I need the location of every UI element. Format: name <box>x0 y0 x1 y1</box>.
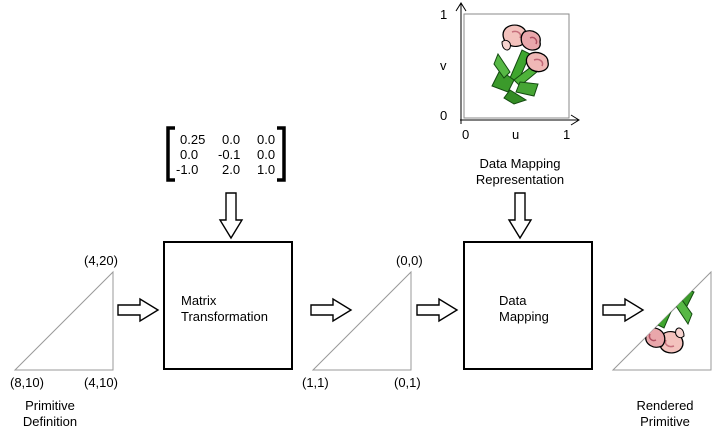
rendered-primitive-label: Rendered Primitive <box>625 398 705 430</box>
v-axis-bottom-tick: 0 <box>440 108 448 123</box>
matrix-cell: 0.25 <box>180 132 206 147</box>
v-axis-top-tick: 1 <box>440 7 448 22</box>
transformed-bottom-right-coord: (0,1) <box>394 375 421 390</box>
matrix-cell: -1.0 <box>176 162 199 177</box>
data-mapping-representation-line2: Representation <box>475 172 565 187</box>
arrow-texture-to-mapping <box>507 192 533 240</box>
primitive-bottom-left-coord: (8,10) <box>10 375 44 390</box>
matrix-cell: 0.0 <box>257 132 276 147</box>
data-mapping-box: Data Mapping <box>463 241 593 370</box>
matrix-transformation-box: Matrix Transformation <box>163 241 293 370</box>
primitive-definition-line2: Definition <box>22 414 78 429</box>
matrix: 0.25 0.0 0.0 0.0 -0.1 0.0 -1.0 2.0 1.0 <box>176 132 280 181</box>
matrix-transformation-line1: Matrix <box>181 293 217 308</box>
rendered-primitive-line2: Primitive <box>640 414 690 429</box>
matrix-right-bracket <box>277 126 286 182</box>
primitive-triangle <box>13 270 114 371</box>
primitive-definition-line1: Primitive <box>25 398 75 413</box>
matrix-cell: 0.0 <box>222 132 241 147</box>
arrow-transform-to-triangle <box>310 297 353 323</box>
primitive-bottom-right-coord: (4,10) <box>84 375 118 390</box>
matrix-left-bracket <box>166 126 175 182</box>
data-mapping-representation-label: Data Mapping Representation <box>445 156 595 188</box>
matrix-transformation-line2: Transformation <box>181 309 268 324</box>
arrow-mapping-to-rendered <box>602 297 645 323</box>
u-axis-label: u <box>512 127 520 142</box>
rendered-primitive-line1: Rendered <box>636 398 694 413</box>
transformed-triangle <box>311 270 412 371</box>
u-axis-right-tick: 1 <box>563 127 571 142</box>
arrow-triangle-to-mapping <box>416 297 459 323</box>
arrow-matrix-to-transform <box>218 192 244 240</box>
matrix-cell: 1.0 <box>257 162 276 177</box>
data-mapping-line2: Mapping <box>499 309 549 324</box>
data-mapping-representation-line1: Data Mapping <box>479 156 561 171</box>
data-mapping-line1: Data <box>499 293 527 308</box>
matrix-cell: 0.0 <box>257 147 276 162</box>
v-axis-label: v <box>440 58 447 73</box>
u-axis-left-tick: 0 <box>462 127 470 142</box>
matrix-cell: 0.0 <box>180 147 199 162</box>
arrow-primitive-to-transform <box>117 297 160 323</box>
transformed-top-right-coord: (0,0) <box>396 253 423 268</box>
matrix-cell: 2.0 <box>222 162 241 177</box>
v-axis-arrowhead <box>455 2 467 12</box>
transformed-bottom-left-coord: (1,1) <box>302 375 329 390</box>
primitive-definition-label: Primitive Definition <box>10 398 90 430</box>
u-axis-arrowhead <box>570 114 580 126</box>
matrix-cell: -0.1 <box>218 147 241 162</box>
primitive-top-right-coord: (4,20) <box>84 253 118 268</box>
